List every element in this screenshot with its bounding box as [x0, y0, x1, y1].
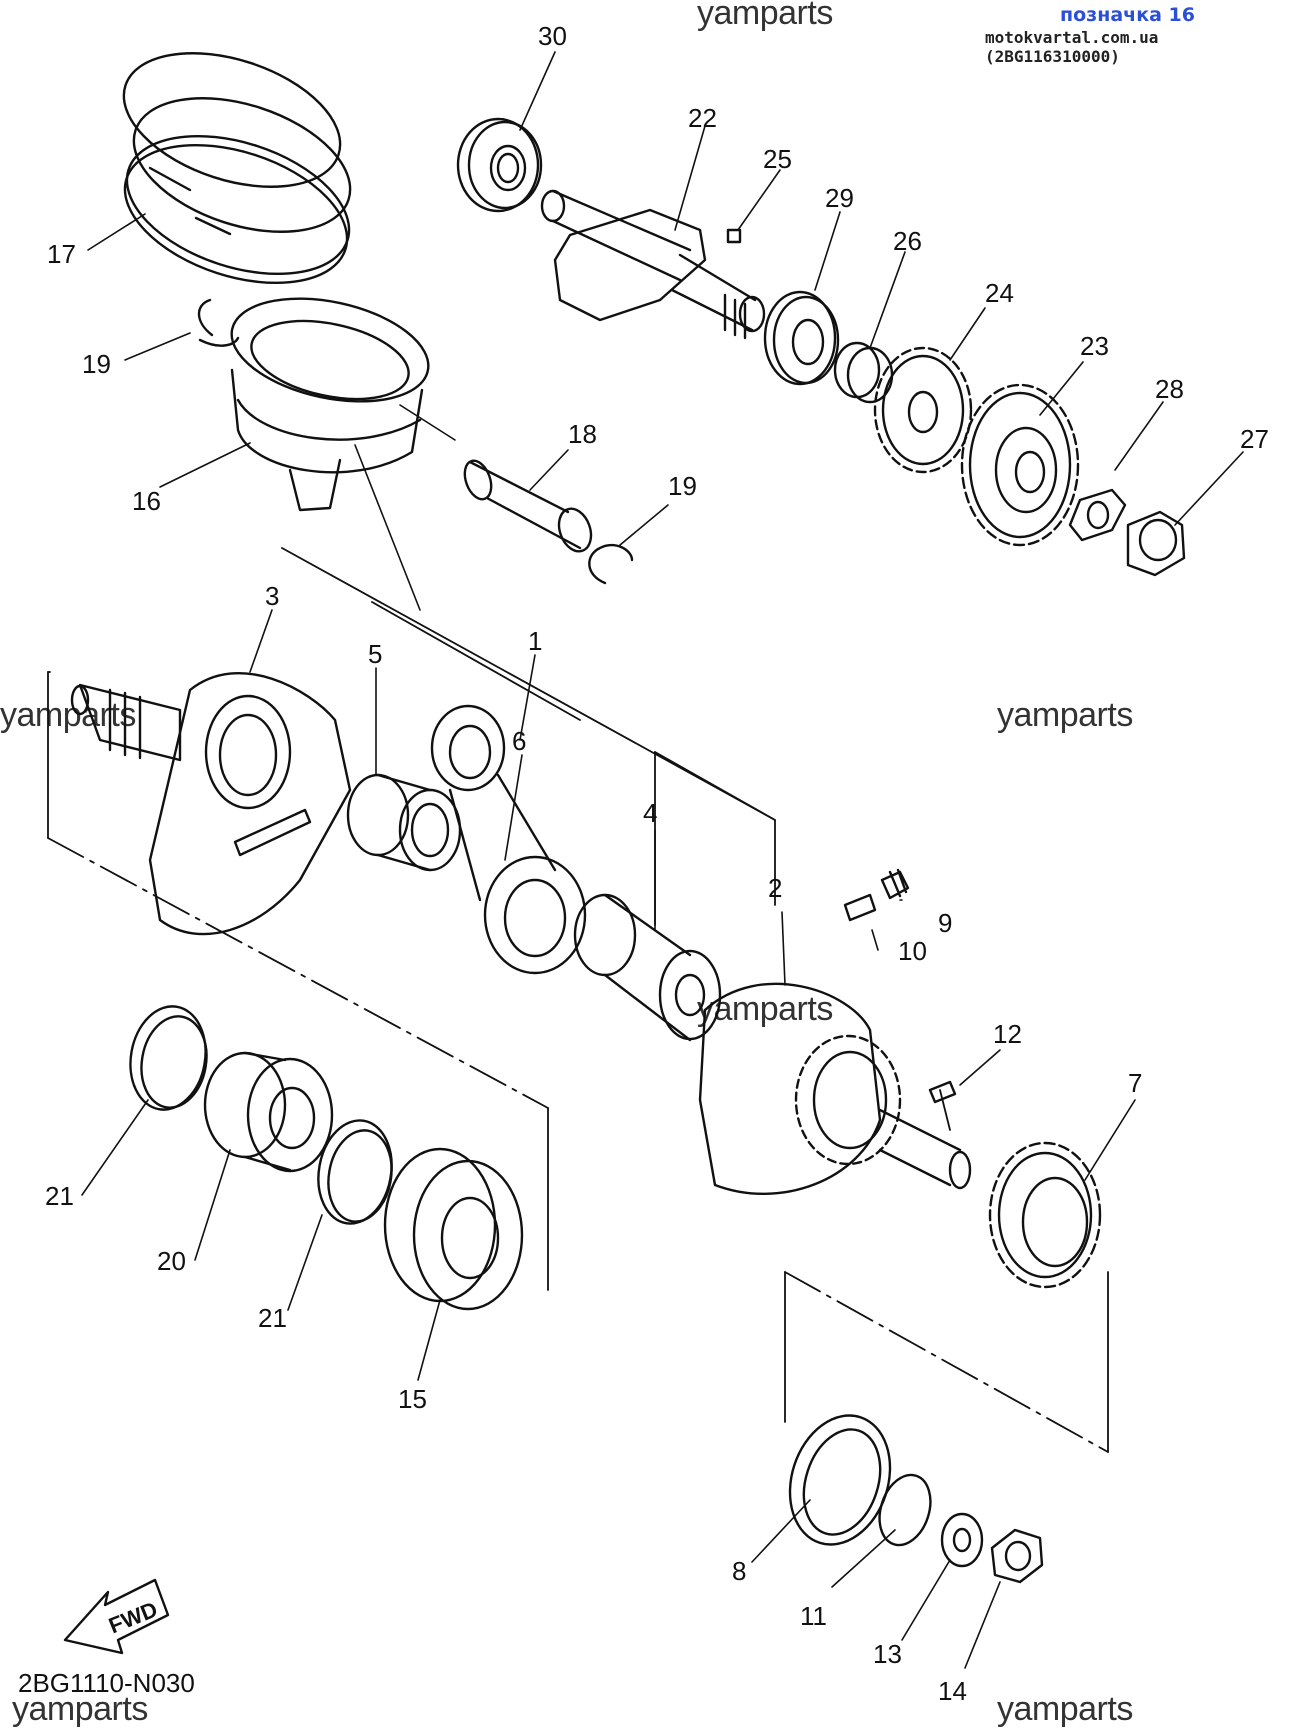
gear-7	[988, 1141, 1102, 1289]
key-12	[928, 1080, 957, 1104]
callout: 3	[265, 581, 279, 611]
callout: 25	[763, 144, 792, 174]
callout-labels: 30 22 25 29 26 24 23 28 27 17 19 16 18 1…	[45, 21, 1269, 1706]
callout: 21	[258, 1303, 287, 1333]
callout: 7	[1128, 1068, 1142, 1098]
callout: 14	[938, 1676, 967, 1706]
callout: 19	[668, 471, 697, 501]
leader-lines	[81, 51, 1244, 1669]
balancer-shaft	[540, 189, 766, 340]
callout: 2	[768, 873, 782, 903]
watermark: yamparts	[697, 0, 833, 32]
callout: 12	[993, 1019, 1022, 1049]
crank-pin-4	[573, 893, 722, 1042]
callout: 29	[825, 183, 854, 213]
oil-seal-20	[203, 1051, 334, 1173]
piston-pin	[463, 459, 593, 553]
callout: 16	[132, 486, 161, 516]
callout: 9	[938, 908, 952, 938]
bearing-29	[763, 290, 840, 386]
pin-10	[843, 893, 877, 922]
callout: 28	[1155, 374, 1184, 404]
callout: 11	[800, 1601, 827, 1631]
connecting-rod	[430, 704, 587, 975]
washer-13	[940, 1512, 984, 1568]
crank-half-2	[698, 982, 972, 1195]
collar-26	[833, 341, 881, 399]
gear-23	[960, 383, 1080, 547]
circlip-19b	[588, 543, 634, 585]
callout: 21	[45, 1181, 74, 1211]
callout: 20	[157, 1246, 186, 1276]
callout: 24	[985, 278, 1014, 308]
callout: 1	[528, 626, 542, 656]
fwd-arrow-icon: FWD	[63, 1578, 170, 1655]
lock-washer-28	[1068, 488, 1127, 542]
nut-27	[1126, 510, 1186, 577]
callout: 13	[873, 1639, 902, 1669]
gear-24	[873, 346, 973, 474]
callout: 18	[568, 419, 597, 449]
diagram-code: 2BG1110-N030	[18, 1668, 195, 1698]
watermark: yamparts	[997, 1690, 1133, 1728]
callout: 27	[1240, 424, 1269, 454]
callout: 19	[82, 349, 111, 379]
marker-link[interactable]: позначка 16	[1060, 4, 1195, 26]
callout: 8	[732, 1556, 746, 1586]
crank-half-3	[70, 672, 352, 936]
callout: 22	[688, 103, 717, 133]
watermark: yamparts	[0, 696, 136, 734]
needle-bearing-5	[346, 773, 462, 872]
callout: 5	[368, 639, 382, 669]
circlip-19a	[197, 298, 240, 347]
nut-14	[990, 1528, 1044, 1584]
piston	[230, 297, 430, 512]
callout: 15	[398, 1384, 427, 1414]
circlip-11	[878, 1473, 932, 1547]
piston-rings	[122, 52, 352, 285]
callout: 17	[47, 239, 76, 269]
callout: 6	[512, 726, 526, 756]
callout: 10	[898, 936, 927, 966]
assembly-brackets	[47, 547, 1109, 1453]
callout: 26	[893, 226, 922, 256]
callout: 30	[538, 21, 567, 51]
callout: 23	[1080, 331, 1109, 361]
watermark: yamparts	[12, 1690, 148, 1728]
shim-21a	[129, 1005, 207, 1111]
spring-9	[880, 868, 910, 900]
bearing-15	[383, 1147, 524, 1311]
callout: 4	[643, 798, 657, 828]
bearing-30	[456, 117, 543, 213]
watermark: yamparts	[997, 696, 1133, 734]
source-caption: motokvartal.com.ua (2BG116310000)	[985, 28, 1159, 66]
